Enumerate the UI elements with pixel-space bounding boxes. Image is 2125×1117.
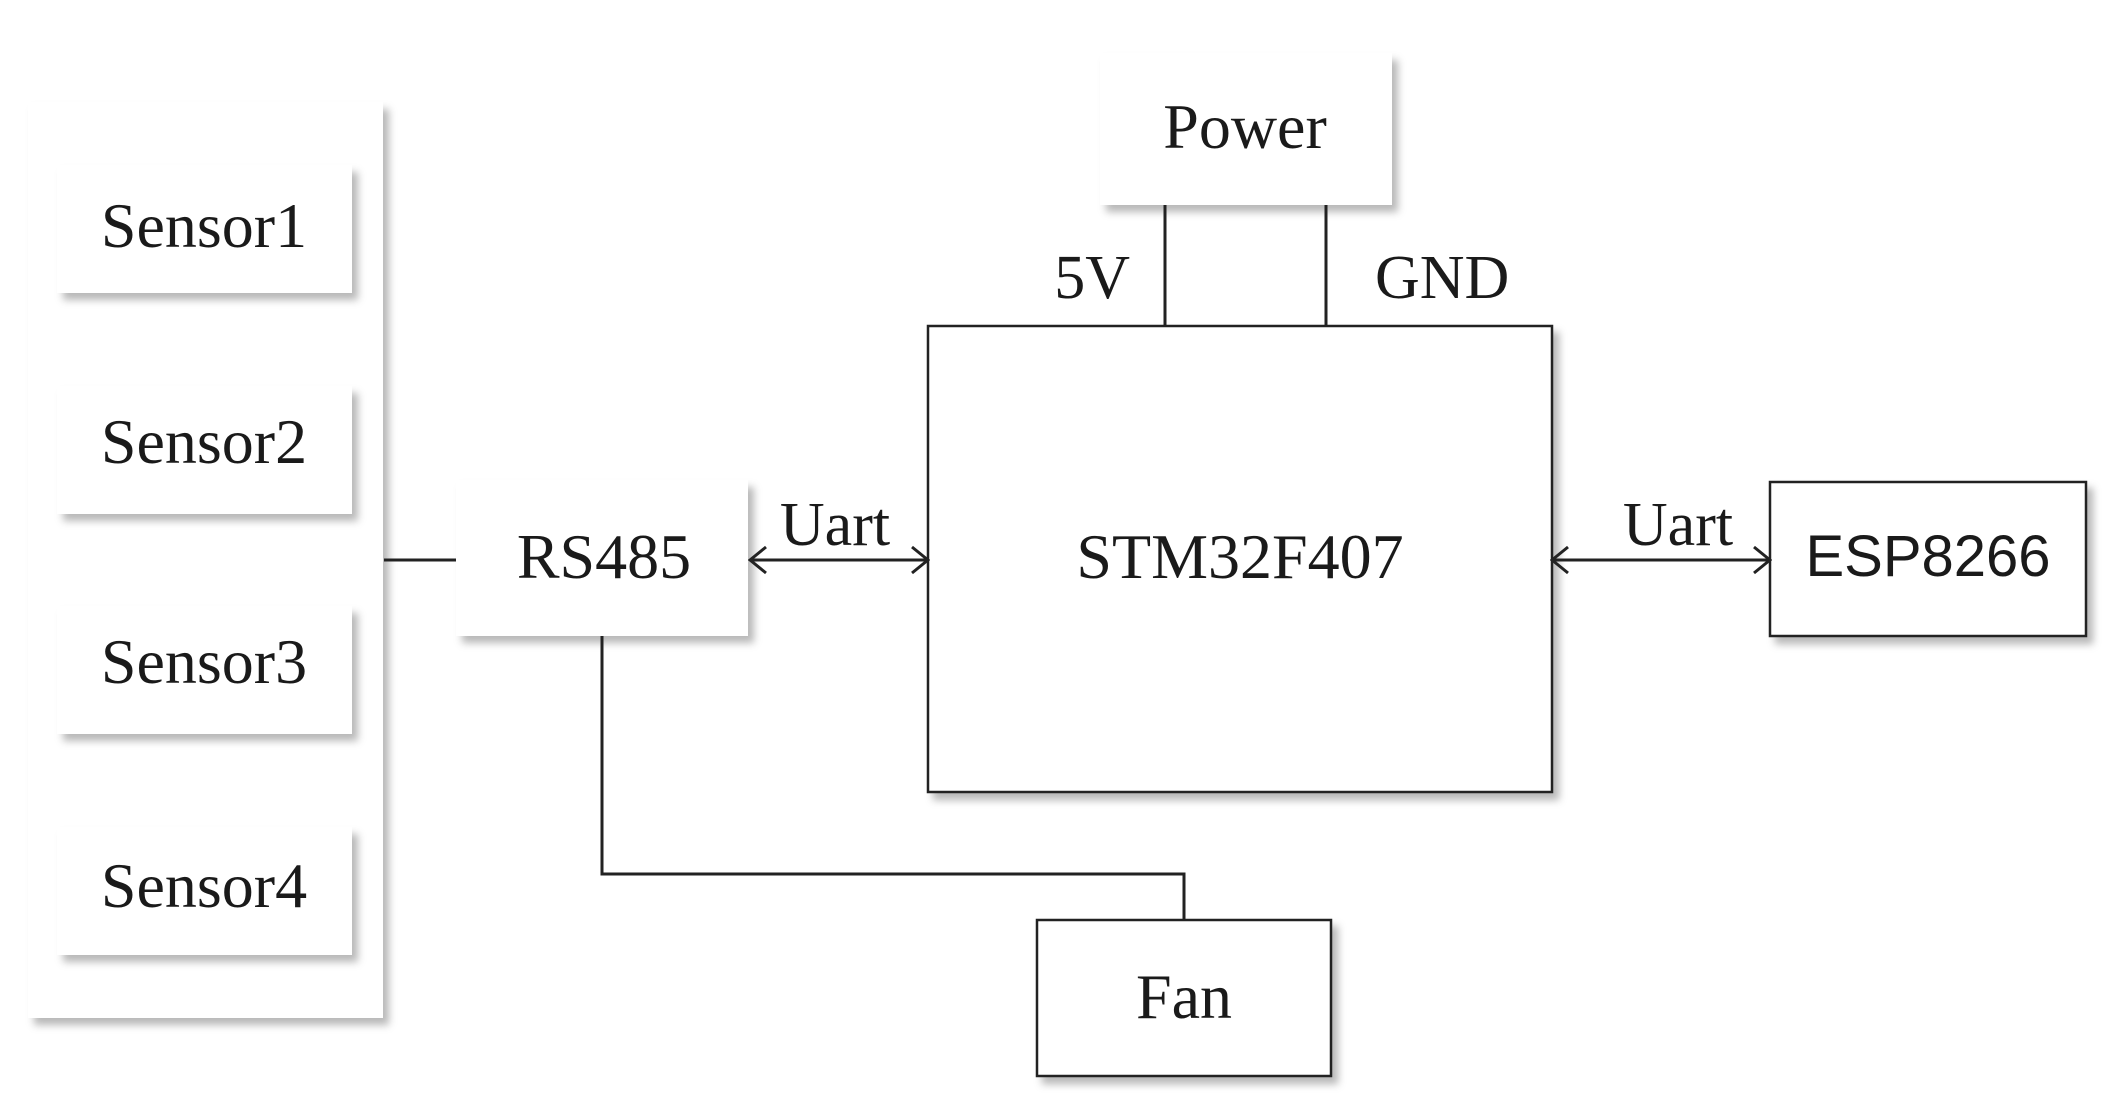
5v-label: 5V xyxy=(1054,244,1130,312)
sensor2-block: Sensor2 xyxy=(57,386,352,514)
rs485-block: RS485 xyxy=(456,480,748,636)
sensor4-label: Sensor4 xyxy=(101,850,307,921)
esp-block: ESP8266 xyxy=(1768,480,2088,638)
mcu-block: STM32F407 xyxy=(926,324,1554,794)
sensor3-label: Sensor3 xyxy=(101,626,307,697)
uart-left-label: Uart xyxy=(780,491,890,559)
rs485-label: RS485 xyxy=(517,521,691,592)
fan-wire xyxy=(600,636,1186,920)
sensor1-label: Sensor1 xyxy=(101,190,307,261)
sensor4-block: Sensor4 xyxy=(57,827,352,955)
esp-label: ESP8266 xyxy=(1805,524,2050,589)
sensor2-label: Sensor2 xyxy=(101,406,307,477)
sensor1-block: Sensor1 xyxy=(57,165,352,293)
power-block: Power xyxy=(1100,53,1392,205)
sensor3-block: Sensor3 xyxy=(57,606,352,734)
uart-right-label: Uart xyxy=(1623,491,1733,559)
fan-block: Fan xyxy=(1035,918,1333,1078)
fan-label: Fan xyxy=(1136,961,1232,1032)
mcu-label: STM32F407 xyxy=(1076,521,1403,592)
gnd-label: GND xyxy=(1375,244,1509,312)
power-label: Power xyxy=(1163,91,1327,162)
